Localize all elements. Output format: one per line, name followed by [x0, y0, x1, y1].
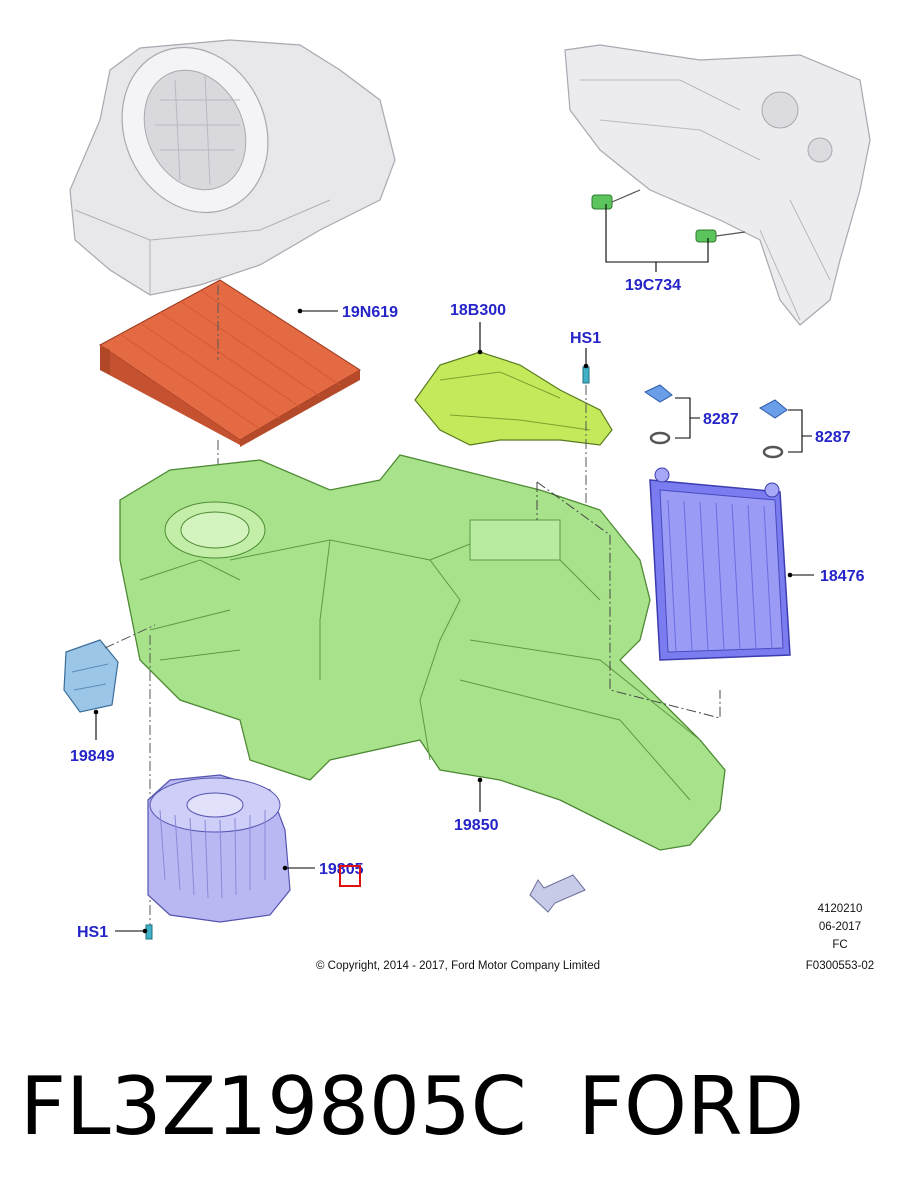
copyright-text: © Copyright, 2014 - 2017, Ford Motor Com… — [316, 960, 600, 972]
blower-motor-drawing — [147, 774, 291, 923]
callout-19805: 19805 — [319, 861, 364, 878]
brand-label: FORD — [578, 1060, 805, 1153]
cabin-filter-drawing — [99, 279, 361, 447]
meta-fc: FC — [832, 939, 847, 951]
callout-8287-right: 8287 — [815, 429, 851, 446]
heater-core-drawing — [649, 467, 791, 661]
callout-8287-left: 8287 — [703, 411, 739, 428]
parts-diagram: 19N619 18B300 HS1 19C734 8287 8287 18476… — [63, 39, 874, 972]
clips-drawing — [643, 384, 788, 459]
callout-19850: 19850 — [454, 817, 499, 834]
meta-figure: F0300553-02 — [806, 960, 874, 972]
callout-hs1-bottom: HS1 — [77, 924, 108, 941]
leader-dots — [93, 308, 793, 934]
highlight-box — [339, 865, 361, 887]
callout-18476: 18476 — [820, 568, 865, 585]
callout-19c734: 19C734 — [625, 277, 681, 294]
rear-housing-drawing — [564, 44, 871, 326]
hvac-housing-drawing — [119, 454, 726, 851]
callout-19n619: 19N619 — [342, 304, 398, 321]
air-duct-drawing — [414, 351, 613, 446]
part-number-label: FL3Z19805C — [20, 1060, 527, 1153]
housing-slot-outline — [536, 481, 721, 719]
expansion-valve-drawing — [63, 639, 119, 713]
callout-19849: 19849 — [70, 748, 115, 765]
callout-hs1-top: HS1 — [570, 330, 601, 347]
screw-top-drawing — [582, 366, 590, 384]
leader-lines — [95, 204, 814, 932]
upper-housing-drawing — [69, 39, 396, 296]
front-direction-arrow — [529, 874, 586, 913]
callout-18b300: 18B300 — [450, 302, 506, 319]
meta-code: 4120210 — [818, 903, 863, 915]
meta-date: 06-2017 — [819, 921, 861, 933]
